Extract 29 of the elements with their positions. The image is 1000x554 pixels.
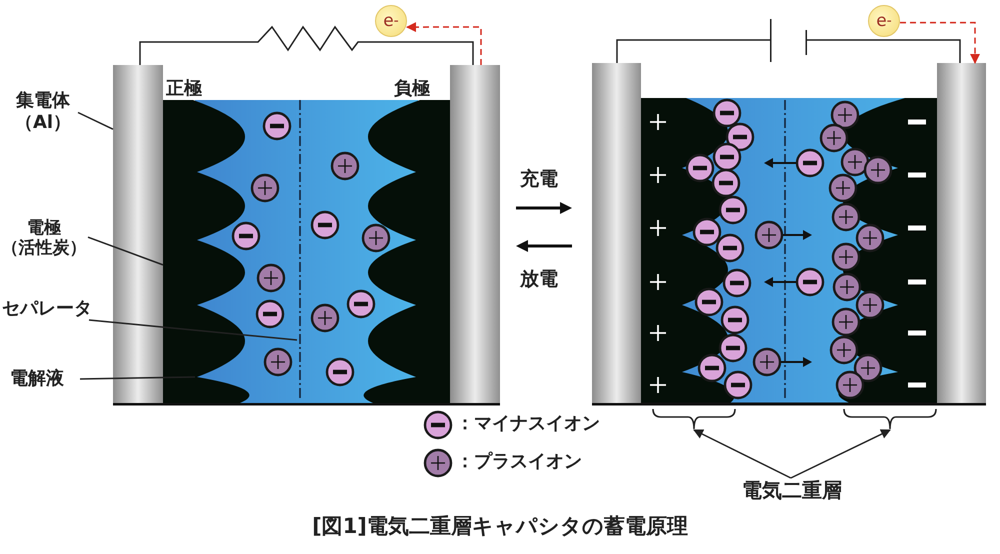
leader-line — [80, 376, 196, 380]
leader-line — [78, 112, 114, 130]
arrow — [693, 429, 792, 479]
legend-label: ：マイナスイオン — [456, 413, 600, 435]
arrow — [900, 22, 980, 64]
leader-line — [88, 236, 164, 266]
part-label: （活性炭） — [0, 238, 88, 259]
part-label: （Al） — [14, 112, 72, 134]
leader-line — [88, 319, 298, 341]
part-label: 電解液 — [10, 368, 80, 390]
current-collector — [592, 63, 641, 403]
current-collector — [937, 63, 986, 403]
legend-label: ：プラスイオン — [456, 451, 582, 473]
arrow — [790, 429, 891, 479]
current-collector — [450, 65, 500, 403]
part-label: 集電体 — [14, 90, 71, 112]
process-label: 放電 — [520, 268, 558, 291]
circuit-wire — [616, 39, 770, 63]
resistor-circuit-wire — [139, 26, 474, 65]
part-label: 電極 — [26, 218, 62, 238]
process-label: 充電 — [520, 168, 558, 191]
figure-caption: [図1]電気二重層キャパシタの蓄電原理 — [311, 514, 689, 540]
electrode-label: 正極 — [166, 78, 202, 100]
arrow — [406, 22, 482, 65]
part-label: セパレータ — [2, 298, 118, 320]
electrode-label: 負極 — [394, 78, 430, 100]
layer-label: 電気二重層 — [733, 478, 851, 504]
current-collector — [113, 65, 163, 403]
circuit-wire — [807, 39, 961, 63]
